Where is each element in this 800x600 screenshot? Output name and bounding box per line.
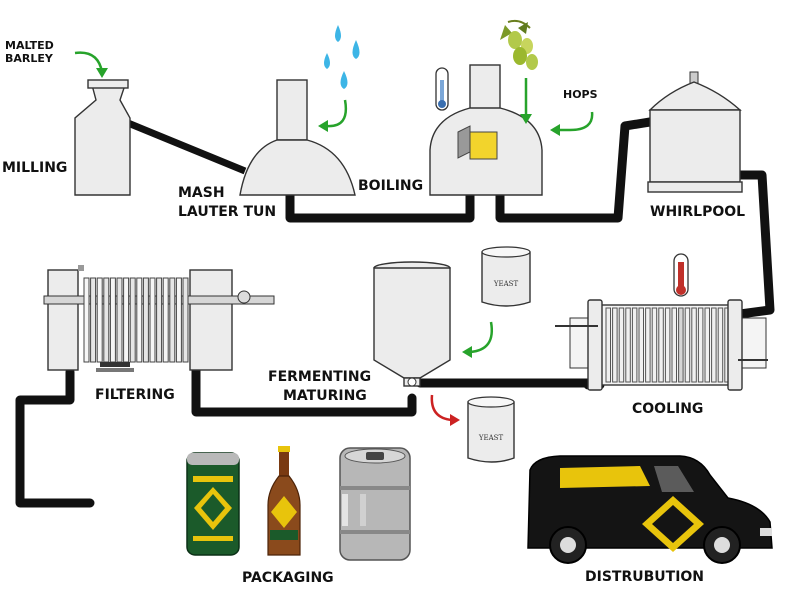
cooling-plate bbox=[638, 307, 644, 383]
yeast-out-arrow-icon bbox=[430, 394, 453, 422]
chute-mill-to-mash bbox=[126, 119, 247, 175]
mash-label-line2: LAUTER TUN bbox=[178, 204, 276, 220]
cooling-plate bbox=[658, 307, 664, 383]
filter-plate bbox=[83, 277, 90, 363]
filter-plate bbox=[156, 277, 163, 363]
pipe-fermenter-to-filter bbox=[191, 357, 417, 417]
filter-plate bbox=[142, 277, 149, 363]
filter-plate bbox=[90, 277, 97, 363]
cooling-plate bbox=[612, 307, 618, 383]
cooling-plate bbox=[704, 307, 710, 383]
hops-arrow-icon bbox=[558, 111, 594, 132]
filter-plate bbox=[149, 277, 156, 363]
pipe-whirlpool-to-cooling bbox=[730, 170, 775, 319]
filter-plate bbox=[169, 277, 176, 363]
filter-press bbox=[43, 265, 275, 372]
yeast-out-label: YEAST bbox=[478, 434, 504, 442]
yeast-in-label: YEAST bbox=[493, 280, 519, 288]
cooling-plate bbox=[618, 307, 625, 383]
pipe-cooling-to-fermenter bbox=[415, 378, 605, 390]
filter-plate bbox=[175, 277, 182, 363]
filter-plate bbox=[109, 277, 116, 363]
yeast-container-out: YEAST bbox=[467, 396, 515, 463]
cooling-plate bbox=[717, 307, 724, 383]
filter-plate bbox=[116, 277, 123, 363]
cooling-plate bbox=[631, 307, 638, 383]
yeast-container-in: YEAST bbox=[481, 246, 531, 307]
cooling-plate bbox=[651, 307, 658, 383]
beer-keg bbox=[339, 447, 411, 561]
filter-plate bbox=[162, 277, 169, 363]
pipe-mash-to-boil bbox=[285, 190, 475, 223]
cooling-plate bbox=[684, 307, 691, 383]
filter-plate bbox=[96, 277, 103, 363]
whirlpool-label: WHIRLPOOL bbox=[650, 204, 745, 220]
yeast-in-arrow-icon bbox=[469, 321, 494, 354]
pipe-filter-to-packaging bbox=[15, 367, 95, 508]
milling-label: MILLING bbox=[2, 160, 67, 176]
packaging-label: PACKAGING bbox=[242, 570, 334, 586]
filter-plate bbox=[103, 277, 110, 363]
hops-cone-icon bbox=[500, 19, 538, 70]
heat-exchanger bbox=[555, 299, 768, 391]
water-drops-icon bbox=[324, 25, 360, 89]
filter-plate bbox=[123, 277, 130, 363]
cooling-plate bbox=[625, 307, 631, 383]
cooling-plate bbox=[697, 307, 704, 383]
cooling-plate bbox=[678, 307, 684, 383]
cooling-plate bbox=[671, 307, 677, 383]
filter-plate bbox=[182, 277, 189, 363]
cooling-plate bbox=[645, 307, 651, 383]
pipe-boil-to-whirlpool bbox=[495, 117, 655, 223]
mash-lauter-tun bbox=[239, 79, 356, 196]
beer-bottle bbox=[267, 446, 301, 556]
distribution-label: DISTRUBUTION bbox=[585, 569, 704, 585]
mill bbox=[74, 79, 131, 196]
delivery-van bbox=[527, 455, 773, 564]
maturing-label: MATURING bbox=[283, 388, 367, 404]
thermometer-icon bbox=[673, 253, 689, 297]
cooling-label: COOLING bbox=[632, 401, 703, 417]
thermometer-icon bbox=[435, 67, 449, 111]
filter-plate bbox=[136, 277, 143, 363]
malted-barley-label-line2: BARLEY bbox=[5, 52, 54, 65]
fermenting-label: FERMENTING bbox=[268, 369, 371, 385]
cooling-plate bbox=[664, 307, 671, 383]
hops-label: HOPS bbox=[563, 88, 598, 101]
mash-label-line1: MASH bbox=[178, 185, 225, 201]
cooling-plate bbox=[605, 307, 611, 383]
malted-barley-label-line1: MALTED bbox=[5, 39, 54, 52]
lager-can bbox=[186, 452, 240, 556]
fermenting-tank bbox=[373, 261, 451, 387]
boiling-kettle bbox=[429, 64, 543, 196]
water-arrow-icon bbox=[325, 99, 348, 128]
filtering-label: FILTERING bbox=[95, 387, 175, 403]
cooling-plate bbox=[691, 307, 697, 383]
filter-plate bbox=[129, 277, 136, 363]
cooling-plate bbox=[711, 307, 717, 383]
whirlpool-tank bbox=[647, 71, 743, 193]
boiling-label: BOILING bbox=[358, 178, 423, 194]
